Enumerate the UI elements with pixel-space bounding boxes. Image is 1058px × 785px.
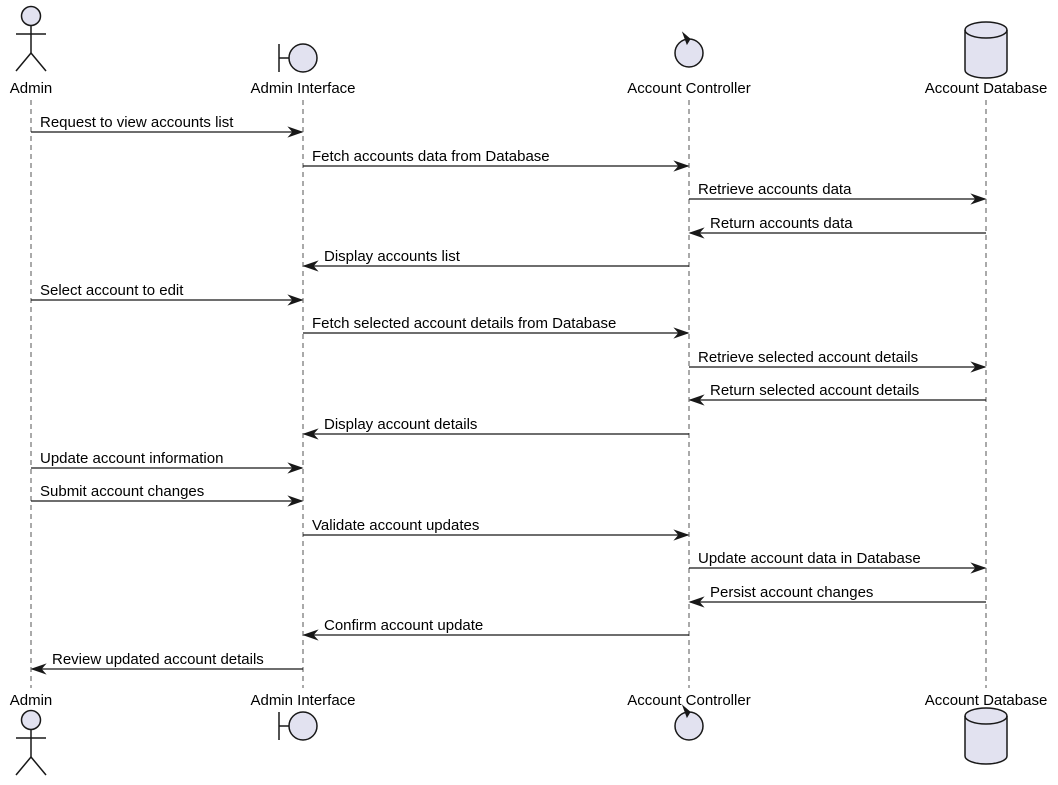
message-3: Retrieve accounts data: [689, 181, 987, 205]
message-label: Update account information: [40, 450, 223, 467]
arrowhead-icon: [673, 529, 690, 541]
message-2: Fetch accounts data from Database: [303, 148, 690, 172]
message-9: Return selected account details: [688, 382, 986, 406]
arrowhead-icon: [287, 495, 304, 507]
message-4: Return accounts data: [688, 215, 986, 239]
arrowhead-icon: [688, 227, 705, 239]
boundary-icon: [278, 711, 318, 741]
control-icon: [674, 704, 704, 741]
participant-top-label-admin: Admin: [10, 80, 53, 97]
actor-icon: [15, 5, 47, 72]
participant-top-admin: Admin: [10, 5, 53, 97]
message-label: Fetch accounts data from Database: [312, 148, 550, 165]
control-icon: [674, 31, 704, 68]
participants-bottom: Admin Admin Interface Account Controller Ac…: [10, 692, 1048, 776]
participant-top-label-ctrl: Account Controller: [627, 80, 750, 97]
message-label: Fetch selected account details from Data…: [312, 315, 616, 332]
message-label: Review updated account details: [52, 651, 264, 668]
message-7: Fetch selected account details from Data…: [303, 315, 690, 339]
participant-bottom-ctrl: Account Controller: [627, 692, 751, 741]
arrowhead-icon: [302, 629, 319, 641]
actor-icon: [15, 709, 47, 776]
message-label: Display account details: [324, 416, 477, 433]
message-label: Return selected account details: [710, 382, 919, 399]
participant-bottom-label-ui: Admin Interface: [250, 692, 355, 709]
arrowhead-icon: [673, 160, 690, 172]
participant-top-ui: Admin Interface: [250, 43, 356, 97]
arrowhead-icon: [970, 193, 987, 205]
message-11: Update account information: [31, 450, 304, 474]
arrowhead-icon: [30, 663, 47, 675]
message-14: Update account data in Database: [689, 550, 987, 574]
arrowhead-icon: [302, 260, 319, 272]
arrowhead-icon: [287, 126, 304, 138]
arrowhead-icon: [688, 596, 705, 608]
boundary-icon: [278, 43, 318, 73]
message-8: Retrieve selected account details: [689, 349, 987, 373]
participant-bottom-label-admin: Admin: [10, 692, 53, 709]
arrowhead-icon: [970, 562, 987, 574]
lifelines: [30, 100, 987, 688]
participant-bottom-ui: Admin Interface: [250, 692, 356, 741]
participant-bottom-db: Account Database: [925, 692, 1048, 765]
message-label: Retrieve accounts data: [698, 181, 852, 198]
participant-top-label-db: Account Database: [925, 80, 1048, 97]
database-icon: [964, 21, 1008, 79]
participant-top-db: Account Database: [925, 21, 1048, 97]
message-1: Request to view accounts list: [31, 114, 304, 138]
participants-top: Admin Admin Interface Account Controller Ac…: [10, 5, 1048, 97]
message-5: Display accounts list: [302, 248, 689, 272]
participant-top-ctrl: Account Controller: [627, 31, 751, 97]
message-label: Persist account changes: [710, 584, 873, 601]
message-label: Request to view accounts list: [40, 114, 234, 131]
message-16: Confirm account update: [302, 617, 689, 641]
arrowhead-icon: [673, 327, 690, 339]
message-label: Validate account updates: [312, 517, 479, 534]
message-label: Return accounts data: [710, 215, 853, 232]
message-label: Select account to edit: [40, 282, 184, 299]
message-13: Validate account updates: [303, 517, 690, 541]
participant-bottom-label-db: Account Database: [925, 692, 1048, 709]
participant-bottom-label-ctrl: Account Controller: [627, 692, 750, 709]
arrowhead-icon: [970, 361, 987, 373]
message-label: Confirm account update: [324, 617, 483, 634]
message-6: Select account to edit: [31, 282, 304, 306]
arrowhead-icon: [302, 428, 319, 440]
message-label: Submit account changes: [40, 483, 204, 500]
arrowhead-icon: [287, 462, 304, 474]
arrowhead-icon: [688, 394, 705, 406]
participant-top-label-ui: Admin Interface: [250, 80, 355, 97]
arrowhead-icon: [287, 294, 304, 306]
message-15: Persist account changes: [688, 584, 986, 608]
message-label: Display accounts list: [324, 248, 461, 265]
message-12: Submit account changes: [31, 483, 304, 507]
message-17: Review updated account details: [30, 651, 303, 675]
message-label: Retrieve selected account details: [698, 349, 918, 366]
message-label: Update account data in Database: [698, 550, 921, 567]
message-10: Display account details: [302, 416, 689, 440]
participant-bottom-admin: Admin: [10, 692, 53, 776]
database-icon: [964, 707, 1008, 765]
